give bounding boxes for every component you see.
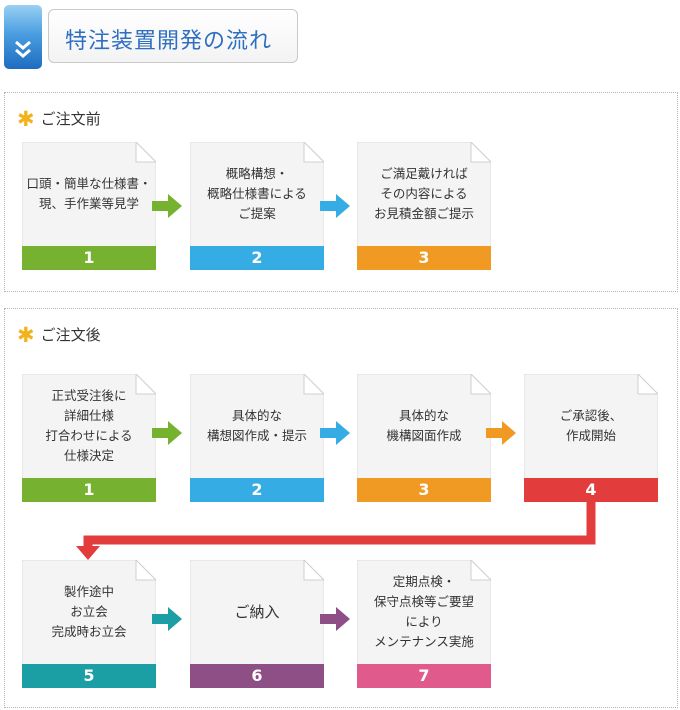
step-number: 5 xyxy=(22,664,156,688)
step-text: 具体的な 構想図作成・提示 xyxy=(192,374,322,478)
paper-sheet-icon xyxy=(357,142,491,270)
step-line: 保守点検等ご要望 xyxy=(373,594,474,609)
step-line: 作成開始 xyxy=(565,428,616,443)
step-line: 定期点検・ xyxy=(392,574,456,589)
step-line: 詳細仕様 xyxy=(63,408,114,423)
step-number: 4 xyxy=(524,478,658,502)
step-line: 正式受注後に xyxy=(51,388,127,403)
step-line: 具体的な xyxy=(398,408,449,423)
paper-sheet-icon xyxy=(190,374,324,502)
arrow-right-icon xyxy=(320,194,350,218)
step-line: 構想図作成・提示 xyxy=(206,428,307,443)
title-box: 特注装置開発の流れ xyxy=(48,9,298,63)
connector-arrow-4-to-5 xyxy=(76,502,596,560)
arrow-right-icon xyxy=(320,421,350,445)
step-line: メンテナンス実施 xyxy=(374,634,474,649)
page-title: 特注装置開発の流れ xyxy=(65,29,273,54)
step-number: 1 xyxy=(22,478,156,502)
arrow-right-icon xyxy=(152,421,182,445)
step-line: その内容による xyxy=(380,186,468,201)
step-line: 概略仕様書による xyxy=(207,186,307,201)
arrow-right-icon xyxy=(320,607,350,631)
step-text: 製作途中 お立会 完成時お立会 xyxy=(24,560,154,664)
step-line: お立会 xyxy=(70,604,108,619)
step-line: 具体的な xyxy=(231,408,282,423)
step-line: お見積金額ご提示 xyxy=(373,206,474,221)
double-chevron-down-icon xyxy=(4,5,42,69)
step-line: 製作途中 xyxy=(63,584,114,599)
step-card-after-3: 具体的な 機構図面作成 3 xyxy=(357,374,491,502)
step-card-before-2: 概略構想・ 概略仕様書による ご提案 2 xyxy=(190,142,324,270)
step-card-after-2: 具体的な 構想図作成・提示 2 xyxy=(190,374,324,502)
step-line: ご承認後、 xyxy=(559,408,623,423)
step-text: 口頭・簡単な仕様書・ 現、手作業等見学 xyxy=(24,142,154,246)
step-text: 具体的な 機構図面作成 xyxy=(359,374,489,478)
step-line: 概略構想・ xyxy=(225,166,289,181)
step-text: ご承認後、 作成開始 xyxy=(526,374,656,478)
step-line: ご納入 xyxy=(234,603,280,621)
step-card-after-4: ご承認後、 作成開始 4 xyxy=(524,374,658,502)
step-line: ご満足戴ければ xyxy=(380,166,468,181)
step-number: 2 xyxy=(190,246,324,270)
step-card-after-5: 製作途中 お立会 完成時お立会 5 xyxy=(22,560,156,688)
page-header: 特注装置開発の流れ xyxy=(4,5,298,69)
step-line: 完成時お立会 xyxy=(51,624,127,639)
step-line: 現、手作業等見学 xyxy=(38,196,139,211)
step-card-after-6: ご納入 6 xyxy=(190,560,324,688)
step-text: ご満足戴ければ その内容による お見積金額ご提示 xyxy=(359,142,489,246)
section-title: ご注文後 xyxy=(40,326,101,344)
step-card-after-1: 正式受注後に 詳細仕様 打合わせによる 仕様決定 1 xyxy=(22,374,156,502)
arrow-right-icon xyxy=(152,194,182,218)
step-number: 2 xyxy=(190,478,324,502)
step-text: 正式受注後に 詳細仕様 打合わせによる 仕様決定 xyxy=(24,374,154,478)
section-label: ✱ ご注文後 xyxy=(17,321,101,347)
paper-sheet-icon xyxy=(22,142,156,270)
step-number: 6 xyxy=(190,664,324,688)
asterisk-icon: ✱ xyxy=(17,107,35,131)
step-line: 仕様決定 xyxy=(63,448,114,463)
step-card-before-3: ご満足戴ければ その内容による お見積金額ご提示 3 xyxy=(357,142,491,270)
paper-sheet-icon xyxy=(524,374,658,502)
step-line: 機構図面作成 xyxy=(386,428,462,443)
step-card-after-7: 定期点検・ 保守点検等ご要望 により メンテナンス実施 7 xyxy=(357,560,491,688)
section-title: ご注文前 xyxy=(40,110,101,128)
paper-sheet-icon xyxy=(357,374,491,502)
step-line: 口頭・簡単な仕様書・ xyxy=(26,176,152,191)
paper-sheet-icon xyxy=(190,142,324,270)
step-text: 定期点検・ 保守点検等ご要望 により メンテナンス実施 xyxy=(359,560,489,664)
asterisk-icon: ✱ xyxy=(17,323,35,347)
paper-sheet-icon xyxy=(22,374,156,502)
step-number: 7 xyxy=(357,664,491,688)
step-text: 概略構想・ 概略仕様書による ご提案 xyxy=(192,142,322,246)
step-line: 打合わせによる xyxy=(45,428,133,443)
step-number: 3 xyxy=(357,478,491,502)
paper-sheet-icon xyxy=(190,560,324,688)
step-line: により xyxy=(405,614,443,629)
arrow-right-icon xyxy=(152,607,182,631)
step-card-before-1: 口頭・簡単な仕様書・ 現、手作業等見学 1 xyxy=(22,142,156,270)
arrow-right-icon xyxy=(486,421,516,445)
section-label: ✱ ご注文前 xyxy=(17,105,101,131)
step-number: 3 xyxy=(357,246,491,270)
step-number: 1 xyxy=(22,246,156,270)
step-line: ご提案 xyxy=(238,206,276,221)
paper-sheet-icon xyxy=(357,560,491,688)
step-text: ご納入 xyxy=(192,560,322,664)
paper-sheet-icon xyxy=(22,560,156,688)
